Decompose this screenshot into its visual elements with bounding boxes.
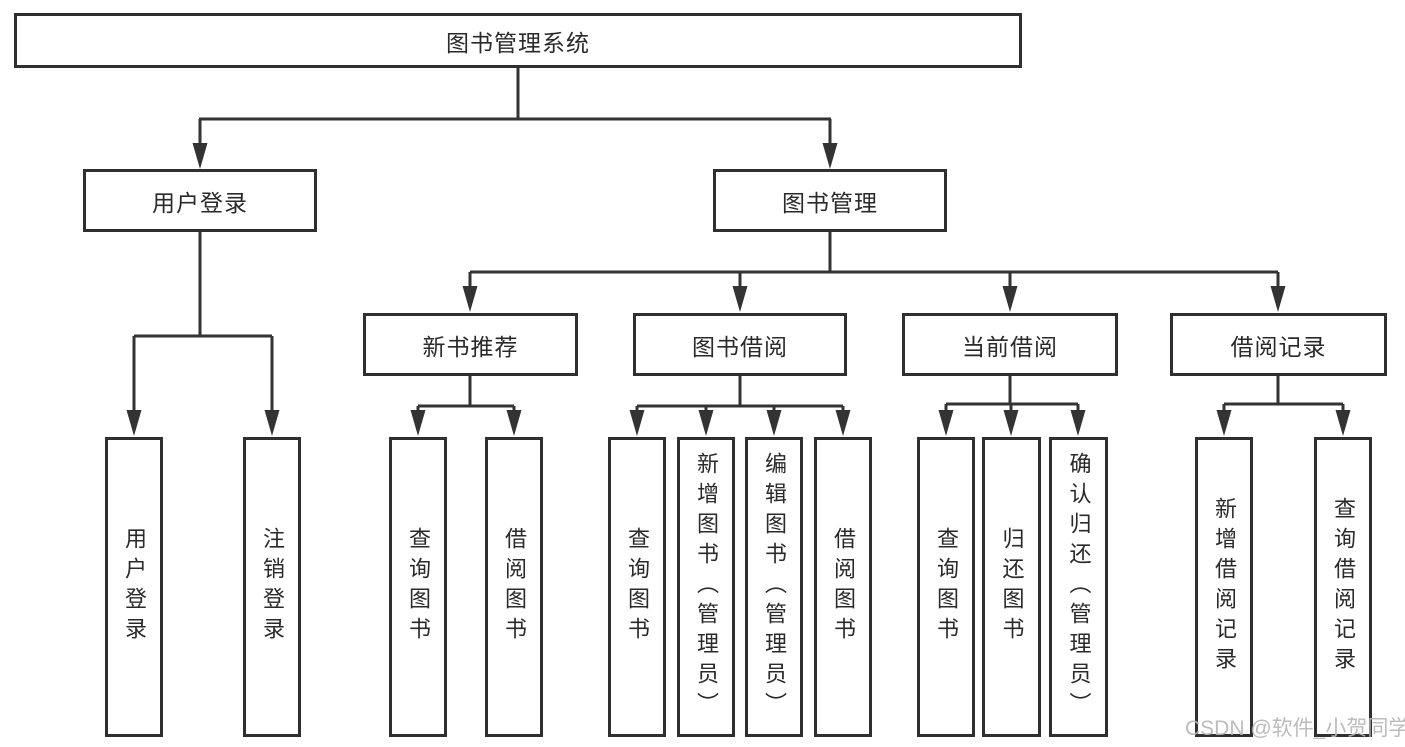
arrowheads-borrow-records-branch	[1216, 410, 1351, 436]
node-book-management-label: 图书管理	[782, 189, 878, 216]
node-current-borrow-label: 当前借阅	[962, 333, 1058, 360]
arrowheads-root-to-level2	[192, 143, 838, 169]
leaf-return-book: 归还图书	[982, 437, 1041, 737]
leaf-edit-book-admin: 编辑图书（管理员）	[745, 437, 803, 737]
connector-new-book-recommend-branch	[416, 376, 516, 413]
leaf-query-borrow-record: 查询借阅记录	[1314, 437, 1372, 737]
node-new-book-recommend: 新书推荐	[363, 313, 578, 376]
arrowheads-book-borrow-branch	[629, 410, 851, 436]
leaf-query-borrow-record-label: 查询借阅记录	[1331, 497, 1356, 677]
leaf-logout-label: 注销登录	[260, 527, 285, 647]
leaf-return-book-label: 归还图书	[999, 527, 1025, 647]
arrowheads-new-book-recommend-branch	[410, 410, 522, 436]
connector-borrow-records-branch	[1222, 376, 1345, 413]
node-library-management-system-label: 图书管理系统	[446, 29, 590, 56]
node-borrow-records: 借阅记录	[1170, 313, 1387, 376]
node-book-management: 图书管理	[713, 169, 947, 232]
connector-book-borrow-branch	[635, 376, 845, 413]
connector-root-to-level2	[198, 68, 832, 146]
connector-book-management-branch	[468, 232, 1280, 289]
leaf-add-book-admin: 新增图书（管理员）	[677, 437, 735, 737]
connector-user-login-branch	[132, 232, 274, 413]
leaf-logout: 注销登录	[243, 437, 301, 737]
leaf-borrow-query-books: 查询图书	[608, 437, 666, 737]
leaf-borrow-query-books-label: 查询图书	[625, 527, 650, 647]
leaf-confirm-return-admin: 确认归还（管理员）	[1049, 437, 1108, 737]
node-new-book-recommend-label: 新书推荐	[422, 333, 519, 360]
leaf-current-query-books-label: 查询图书	[934, 527, 959, 647]
leaf-add-borrow-record: 新增借阅记录	[1195, 437, 1253, 737]
leaf-recommend-borrow-books-label: 借阅图书	[502, 527, 527, 647]
arrowheads-user-login-branch	[126, 410, 280, 436]
leaf-recommend-borrow-books: 借阅图书	[485, 437, 543, 737]
leaf-edit-book-admin-label: 编辑图书（管理员）	[762, 452, 787, 722]
arrowheads-current-borrow-branch	[938, 410, 1086, 436]
leaf-add-borrow-record-label: 新增借阅记录	[1212, 497, 1237, 677]
node-user-login: 用户登录	[83, 169, 317, 232]
leaf-current-query-books: 查询图书	[917, 437, 975, 737]
leaf-user-login: 用户登录	[105, 437, 163, 737]
leaf-recommend-query-books: 查询图书	[389, 437, 447, 737]
leaf-add-book-admin-label: 新增图书（管理员）	[694, 452, 719, 722]
leaf-borrow-book-label: 借阅图书	[831, 527, 856, 647]
node-book-borrow-label: 图书借阅	[692, 333, 788, 360]
node-borrow-records-label: 借阅记录	[1230, 333, 1327, 360]
leaf-user-login-label: 用户登录	[122, 527, 147, 647]
leaf-borrow-book: 借阅图书	[814, 437, 872, 737]
node-user-login-label: 用户登录	[152, 189, 248, 216]
arrowheads-book-management-branch	[462, 286, 1286, 312]
node-book-borrow: 图书借阅	[633, 313, 847, 376]
leaf-confirm-return-admin-label: 确认归还（管理员）	[1066, 452, 1092, 722]
connector-current-borrow-branch	[944, 376, 1080, 413]
node-library-management-system: 图书管理系统	[14, 13, 1022, 68]
leaf-recommend-query-books-label: 查询图书	[406, 527, 431, 647]
node-current-borrow: 当前借阅	[902, 313, 1118, 376]
csdn-watermark: CSDN @软件_小贺同学	[1185, 717, 1405, 740]
